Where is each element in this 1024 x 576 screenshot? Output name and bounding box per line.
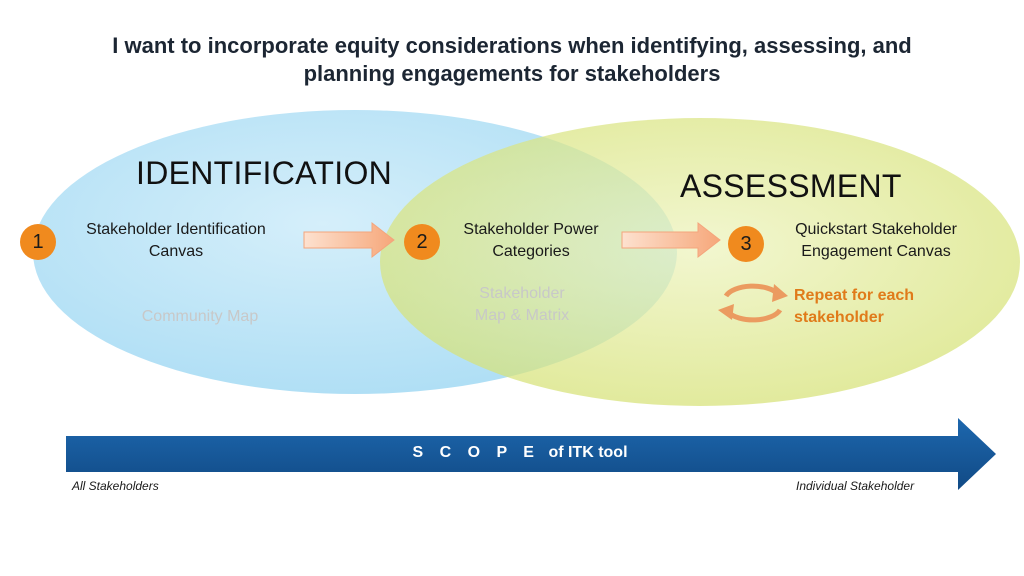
step-3-label-line-1: Quickstart Stakeholder: [795, 221, 957, 238]
scope-arrow: [66, 418, 996, 490]
repeat-note: Repeat for each stakeholder: [794, 285, 964, 329]
individual-stakeholder-label: Individual Stakeholder: [796, 479, 915, 493]
arrow-2-to-3: [621, 221, 721, 259]
step-2-label: Stakeholder Power Categories: [440, 219, 622, 263]
title-line-1: I want to incorporate equity considerati…: [112, 33, 912, 58]
stakeholder-map-matrix-line-1: Stakeholder: [479, 285, 565, 302]
step-3-label-line-2: Engagement Canvas: [801, 243, 951, 260]
scope-word: S C O P E: [412, 444, 540, 461]
step-1-label-line-2: Canvas: [148, 243, 204, 260]
community-map-label: Community Map: [141, 308, 259, 325]
scope-label: S C O P E of ITK tool: [80, 444, 960, 462]
page-title: I want to incorporate equity considerati…: [0, 32, 1024, 88]
step-2-label-line-1: Stakeholder Power: [463, 221, 599, 238]
step-2-badge: 2: [404, 224, 440, 260]
stakeholder-map-matrix-label: Stakeholder Map & Matrix: [440, 283, 604, 327]
identification-heading: IDENTIFICATION: [136, 155, 393, 191]
title-line-2: planning engagements for stakeholders: [303, 61, 721, 86]
scope-rest: of ITK tool: [548, 444, 628, 461]
step-1-label: Stakeholder Identification Canvas: [56, 219, 296, 263]
repeat-note-line-1: Repeat for each: [794, 287, 915, 304]
all-stakeholders-label: All Stakeholders: [72, 479, 159, 493]
step-3-label: Quickstart Stakeholder Engagement Canvas: [768, 219, 984, 263]
step-1-badge: 1: [20, 224, 56, 260]
stakeholder-map-matrix-line-2: Map & Matrix: [474, 307, 570, 324]
assessment-heading: ASSESSMENT: [680, 168, 902, 204]
step-3-badge: 3: [728, 226, 764, 262]
step-2-label-line-2: Categories: [492, 243, 570, 260]
repeat-note-line-2: stakeholder: [794, 309, 884, 326]
assessment-ellipse: [380, 118, 1020, 406]
step-1-label-line-1: Stakeholder Identification: [86, 221, 266, 238]
arrow-1-to-2: [303, 221, 395, 259]
repeat-cycle-icon: [718, 283, 788, 323]
